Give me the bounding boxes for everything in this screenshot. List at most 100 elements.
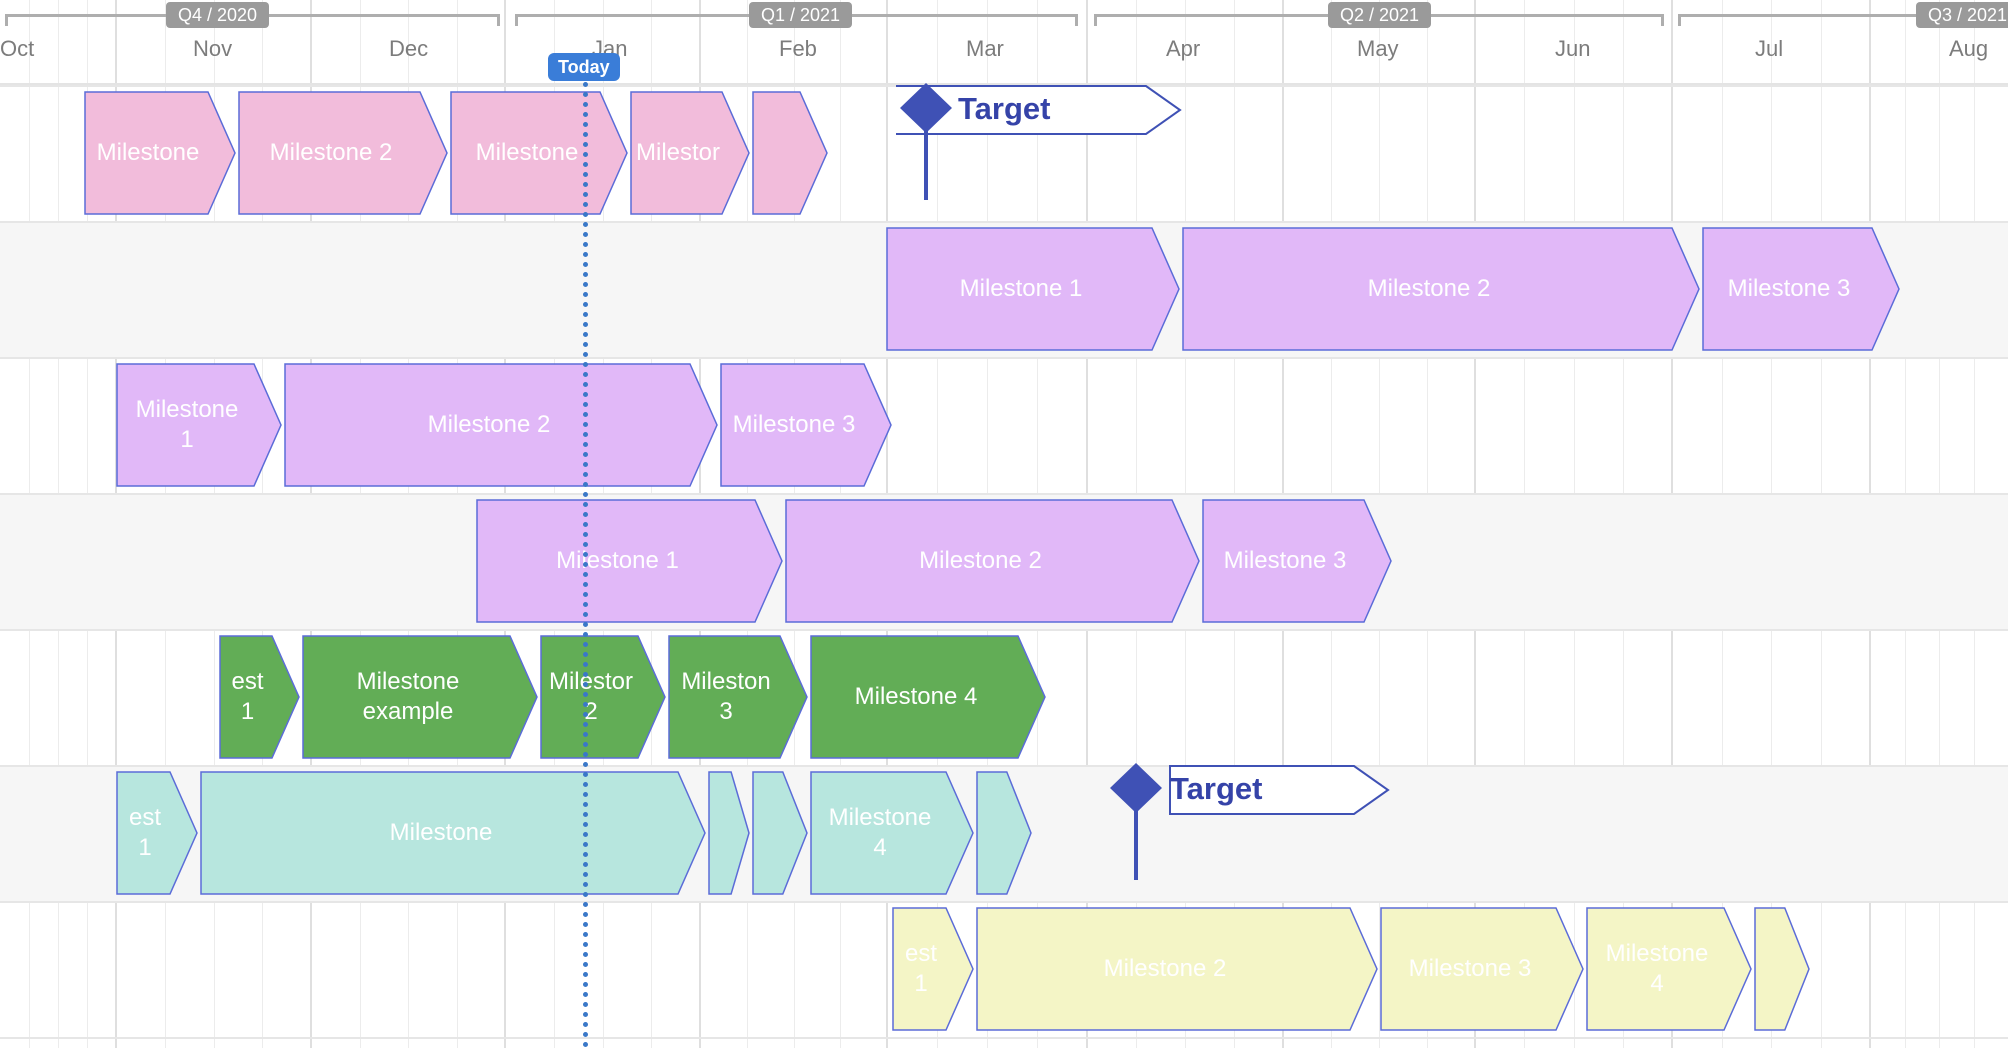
milestone-bar[interactable]: est 1 xyxy=(892,907,974,1031)
milestone-bar[interactable] xyxy=(1754,907,1810,1031)
milestone-bar[interactable]: Milestone xyxy=(84,91,236,215)
milestone-shape xyxy=(238,91,448,215)
milestone-shape xyxy=(976,907,1378,1031)
swimlane-row xyxy=(0,901,2008,1037)
milestone-label: Milestone 4 xyxy=(828,804,932,861)
milestone-bar[interactable]: Milestone 1 xyxy=(116,363,282,487)
milestone-bar[interactable]: Milestone xyxy=(200,771,706,895)
milestone-label: Milestor 2 xyxy=(548,668,633,725)
milestone-shape xyxy=(720,363,892,487)
milestone-label: est 1 xyxy=(904,940,937,997)
milestone-bar[interactable]: Milestone 1 xyxy=(476,499,783,623)
milestone-label: Milestone 1 xyxy=(135,396,239,453)
milestone-bar[interactable]: Milestone 4 xyxy=(810,771,974,895)
milestone-shape xyxy=(1380,907,1584,1031)
milestone-bar[interactable]: Milestone 3 xyxy=(720,363,892,487)
month-label-apr: Apr xyxy=(1166,36,1201,61)
milestone-shape xyxy=(752,771,808,895)
milestone-shape xyxy=(1202,499,1392,623)
target-flag-icon xyxy=(896,83,1182,200)
milestone-shape xyxy=(810,771,974,895)
target-flag-icon xyxy=(1110,763,1390,880)
milestone-label: est 1 xyxy=(128,804,161,861)
swimlane-row xyxy=(0,357,2008,493)
milestone-label xyxy=(1760,907,1783,1031)
milestone-bar[interactable]: Milestone 4 xyxy=(1586,907,1752,1031)
milestone-bar[interactable]: Milestone 2 xyxy=(785,499,1200,623)
milestone-bar[interactable] xyxy=(752,91,828,215)
milestone-shape xyxy=(708,771,750,895)
month-label-mar: Mar xyxy=(966,36,1004,61)
milestone-bar[interactable]: Milestone xyxy=(450,91,628,215)
milestone-bar[interactable]: Milestone 1 xyxy=(886,227,1180,351)
milestone-label xyxy=(982,771,1005,895)
milestone-bar[interactable]: Milestone 2 xyxy=(976,907,1378,1031)
milestone-label: Milestone 2 xyxy=(427,411,551,438)
milestone-shape xyxy=(1182,227,1700,351)
milestone-bar[interactable]: Milestone 4 xyxy=(810,635,1046,759)
target-label: Target xyxy=(958,91,1051,126)
milestone-label: Milestone 2 xyxy=(919,547,1042,574)
milestone-shape xyxy=(810,635,1046,759)
milestone-label xyxy=(714,771,729,895)
milestone-label: Milestone xyxy=(96,139,200,166)
milestone-bar[interactable]: est 1 xyxy=(219,635,300,759)
milestone-shape xyxy=(892,907,974,1031)
milestone-shape xyxy=(302,635,538,759)
milestone-bar[interactable]: Milestone 2 xyxy=(1182,227,1700,351)
milestone-bar[interactable]: Milestone 3 xyxy=(1380,907,1584,1031)
milestone-label: Milestone 2 xyxy=(269,139,393,166)
milestone-shape xyxy=(976,771,1032,895)
milestone-label: Milestor xyxy=(636,139,720,166)
milestone-bar[interactable]: Milestone 2 xyxy=(284,363,718,487)
swimlane-bottom-border xyxy=(0,1037,2008,1039)
milestone-label xyxy=(758,771,781,895)
milestone-bar[interactable]: Milestor 2 xyxy=(540,635,666,759)
milestone-shape xyxy=(630,91,750,215)
milestone-shape xyxy=(540,635,666,759)
header-divider xyxy=(0,83,2008,85)
target-marker[interactable]: Target xyxy=(896,83,1186,203)
milestone-label: Milestone 2 xyxy=(1103,955,1227,982)
milestone-label: Mileston 3 xyxy=(681,668,771,725)
milestone-label: Milestone xyxy=(475,139,579,166)
milestone-shape xyxy=(84,91,236,215)
target-marker[interactable]: Target xyxy=(1108,763,1398,883)
target-label: Target xyxy=(1170,771,1263,806)
milestone-bar[interactable] xyxy=(976,771,1032,895)
milestone-bar[interactable]: Milestone 2 xyxy=(238,91,448,215)
month-label-oct: Oct xyxy=(0,36,35,61)
milestone-label: Milestone 3 xyxy=(732,411,856,438)
month-label-dec: Dec xyxy=(389,36,429,61)
milestone-shape xyxy=(476,499,783,623)
milestone-shape xyxy=(1702,227,1900,351)
milestone-bar[interactable]: Milestone 3 xyxy=(1702,227,1900,351)
milestone-shape xyxy=(284,363,718,487)
milestone-label: Milestone 3 xyxy=(1223,547,1347,574)
milestone-shape xyxy=(668,635,808,759)
milestone-shape xyxy=(219,635,300,759)
milestone-shape xyxy=(1586,907,1752,1031)
swimlane-row xyxy=(0,629,2008,765)
milestone-shape xyxy=(116,771,198,895)
milestone-bar[interactable] xyxy=(752,771,808,895)
milestone-bar[interactable]: est 1 xyxy=(116,771,198,895)
milestone-bar[interactable]: Mileston 3 xyxy=(668,635,808,759)
milestone-bar[interactable]: Milestor xyxy=(630,91,750,215)
milestone-shape xyxy=(1754,907,1810,1031)
milestone-bar[interactable] xyxy=(708,771,750,895)
today-line xyxy=(583,82,588,1048)
milestone-label: Milestone 3 xyxy=(1408,955,1532,982)
milestone-bar[interactable]: Milestone 3 xyxy=(1202,499,1392,623)
milestone-label: est 1 xyxy=(231,668,264,725)
quarter-label-q1-2021: Q1 / 2021 xyxy=(749,2,853,28)
milestone-bar[interactable]: Milestone example xyxy=(302,635,538,759)
quarter-label-q4-2020: Q4 / 2020 xyxy=(166,2,270,28)
month-label-nov: Nov xyxy=(193,36,233,61)
milestone-label: Milestone 3 xyxy=(1727,275,1851,302)
milestone-label: Milestone 2 xyxy=(1367,275,1491,302)
today-badge[interactable]: Today xyxy=(548,53,620,81)
quarter-bracket xyxy=(1678,14,2008,26)
milestone-shape xyxy=(785,499,1200,623)
